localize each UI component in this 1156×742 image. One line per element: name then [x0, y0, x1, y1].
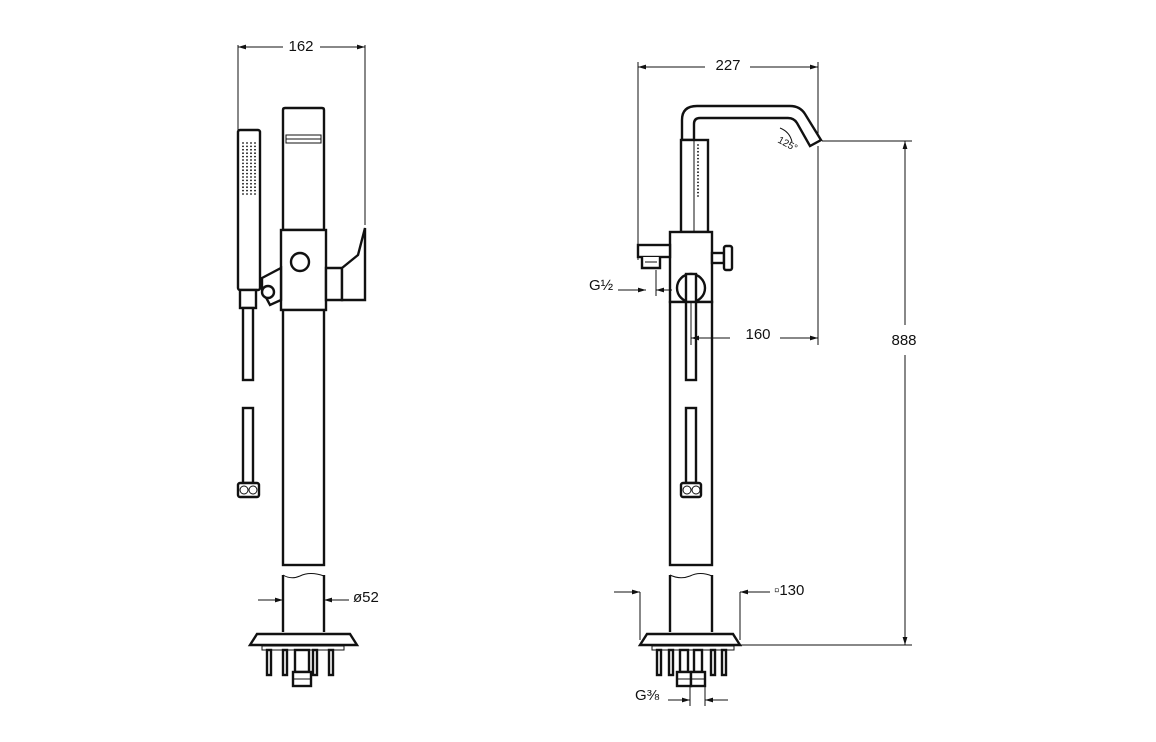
- dim-888: 888: [740, 140, 917, 646]
- thread-bottom-label: G⅜: [635, 687, 660, 704]
- front-column: [636, 138, 734, 567]
- side-base: ø52: [247, 573, 379, 688]
- dim-227: 227: [637, 57, 819, 260]
- dim-160-label: 160: [745, 326, 770, 343]
- front-base: ▫130 G⅜: [614, 573, 804, 706]
- dim-base-label: ▫130: [774, 582, 804, 599]
- side-view: 162: [236, 38, 379, 688]
- side-column: [236, 106, 367, 567]
- mounting-studs: [261, 645, 345, 688]
- dim-888-label: 888: [891, 332, 916, 349]
- dim-160: 160: [690, 146, 819, 345]
- dim-162-label: 162: [288, 38, 313, 55]
- dim-thread-side: G½: [589, 270, 672, 296]
- dim-227-label: 227: [715, 57, 740, 74]
- thread-side-label: G½: [589, 277, 614, 294]
- dim-angle-label: 125°: [776, 135, 799, 154]
- dim-diameter-label: ø52: [353, 589, 379, 606]
- front-view: 227 125°: [589, 57, 917, 706]
- shower-holes: [697, 144, 699, 197]
- shower-holes: [242, 142, 256, 195]
